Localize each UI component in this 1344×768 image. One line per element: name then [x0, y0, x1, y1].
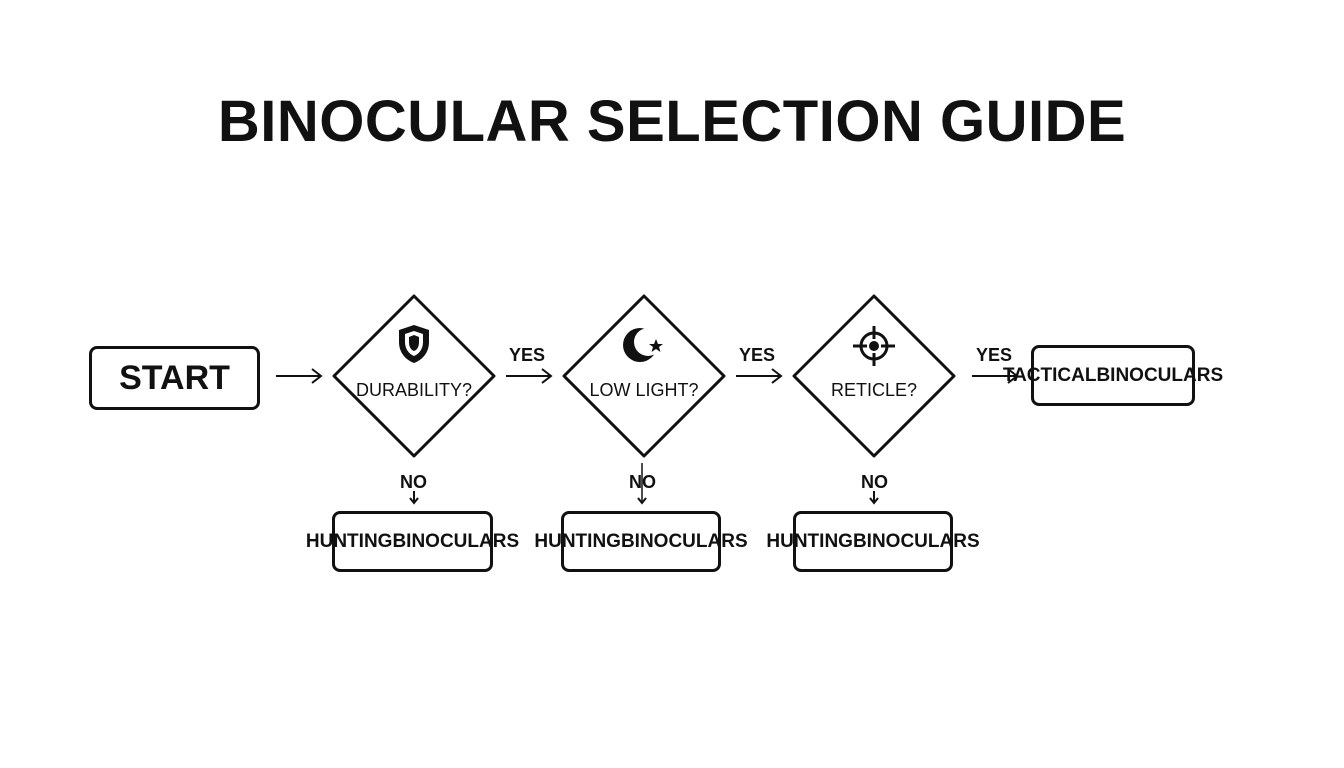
no-label: NO: [861, 472, 888, 492]
outcome-line2: BINOCULARS: [392, 530, 520, 552]
decision-durability: DURABILITY?: [330, 293, 498, 459]
outcome-line2: BINOCULARS: [620, 530, 748, 552]
outcome-line1: HUNTING: [766, 530, 853, 552]
decision-question: DURABILITY?: [355, 380, 473, 400]
outcome-line1: HUNTING: [305, 530, 393, 552]
yes-label: YES: [509, 345, 546, 365]
arrow-reticle-to-hunting: [869, 491, 879, 505]
outcome-hunting-binoculars: HUNTING BINOCULARS: [306, 511, 519, 572]
decision-reticle: RETICLE?: [790, 293, 958, 459]
diamond-shape: [562, 294, 726, 458]
outcome-tactical-binoculars: TACTICAL BINOCULARS: [1003, 345, 1223, 406]
outcome-line2: BINOCULARS: [852, 530, 980, 552]
arrow-durability-to-lowlight: [506, 368, 553, 384]
crosshair-icon: [853, 326, 895, 366]
arrow-reticle-to-tactical: [972, 368, 1019, 384]
outcome-line1: HUNTING: [534, 530, 621, 552]
arrow-start-to-durability: [276, 368, 323, 384]
decision-question: LOW LIGHT?: [589, 380, 699, 400]
diamond-shape: [792, 294, 956, 458]
yes-label: YES: [976, 345, 1013, 365]
decision-low-light: LOW LIGHT?: [560, 293, 728, 459]
outcome-line1: TACTICAL: [1002, 364, 1097, 386]
decision-question: RETICLE?: [830, 380, 918, 400]
page-title: BINOCULAR SELECTION GUIDE: [217, 89, 1127, 154]
outcome-line2: BINOCULARS: [1096, 364, 1224, 386]
outcome-hunting-binoculars: HUNTING BINOCULARS: [766, 511, 980, 572]
yes-label: YES: [739, 345, 776, 365]
diamond-shape: [332, 294, 496, 458]
arrow-durability-to-hunting: [409, 491, 419, 505]
outcome-hunting-binoculars: HUNTING BINOCULARS: [534, 511, 748, 572]
arrow-lowlight-to-reticle: [736, 368, 783, 384]
no-label: NO: [400, 472, 427, 492]
moon-star-icon: [623, 328, 663, 362]
start-node: START: [89, 346, 260, 410]
arrow-lowlight-to-hunting: [637, 463, 647, 505]
shield-icon: [399, 325, 429, 363]
